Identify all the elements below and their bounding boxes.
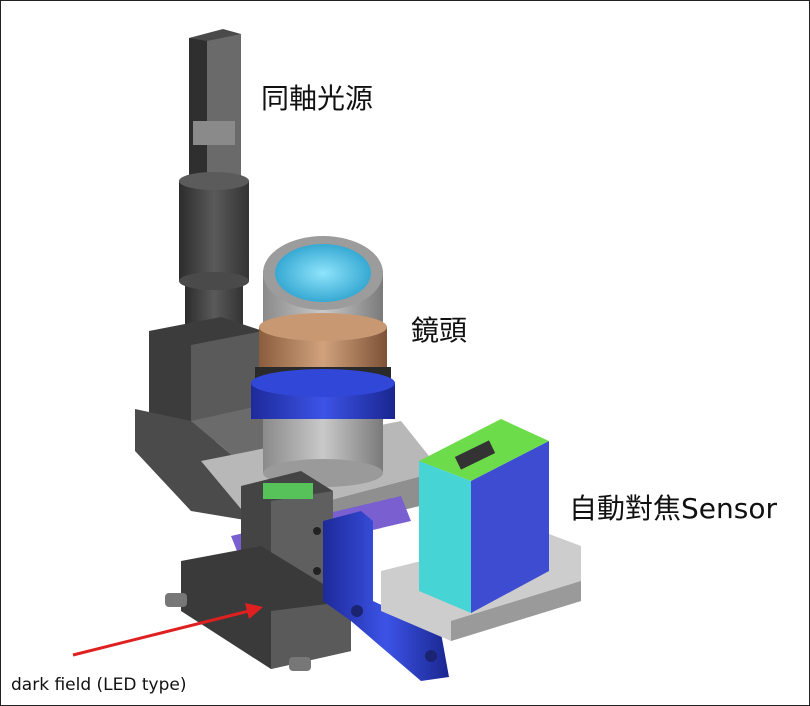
dark-field-led-base <box>165 546 351 671</box>
label-lens: 鏡頭 <box>411 314 468 347</box>
autofocus-sensor-box <box>419 419 549 613</box>
label-dark-field: dark field (LED type) <box>11 675 187 695</box>
lens-assembly <box>251 236 395 487</box>
dark-field-arrow <box>72 603 263 657</box>
label-coaxial-light: 同軸光源 <box>261 82 374 115</box>
coaxial-light-source <box>179 29 249 331</box>
blue-bracket <box>323 511 449 681</box>
label-autofocus-sensor: 自動對焦Sensor <box>569 492 777 525</box>
